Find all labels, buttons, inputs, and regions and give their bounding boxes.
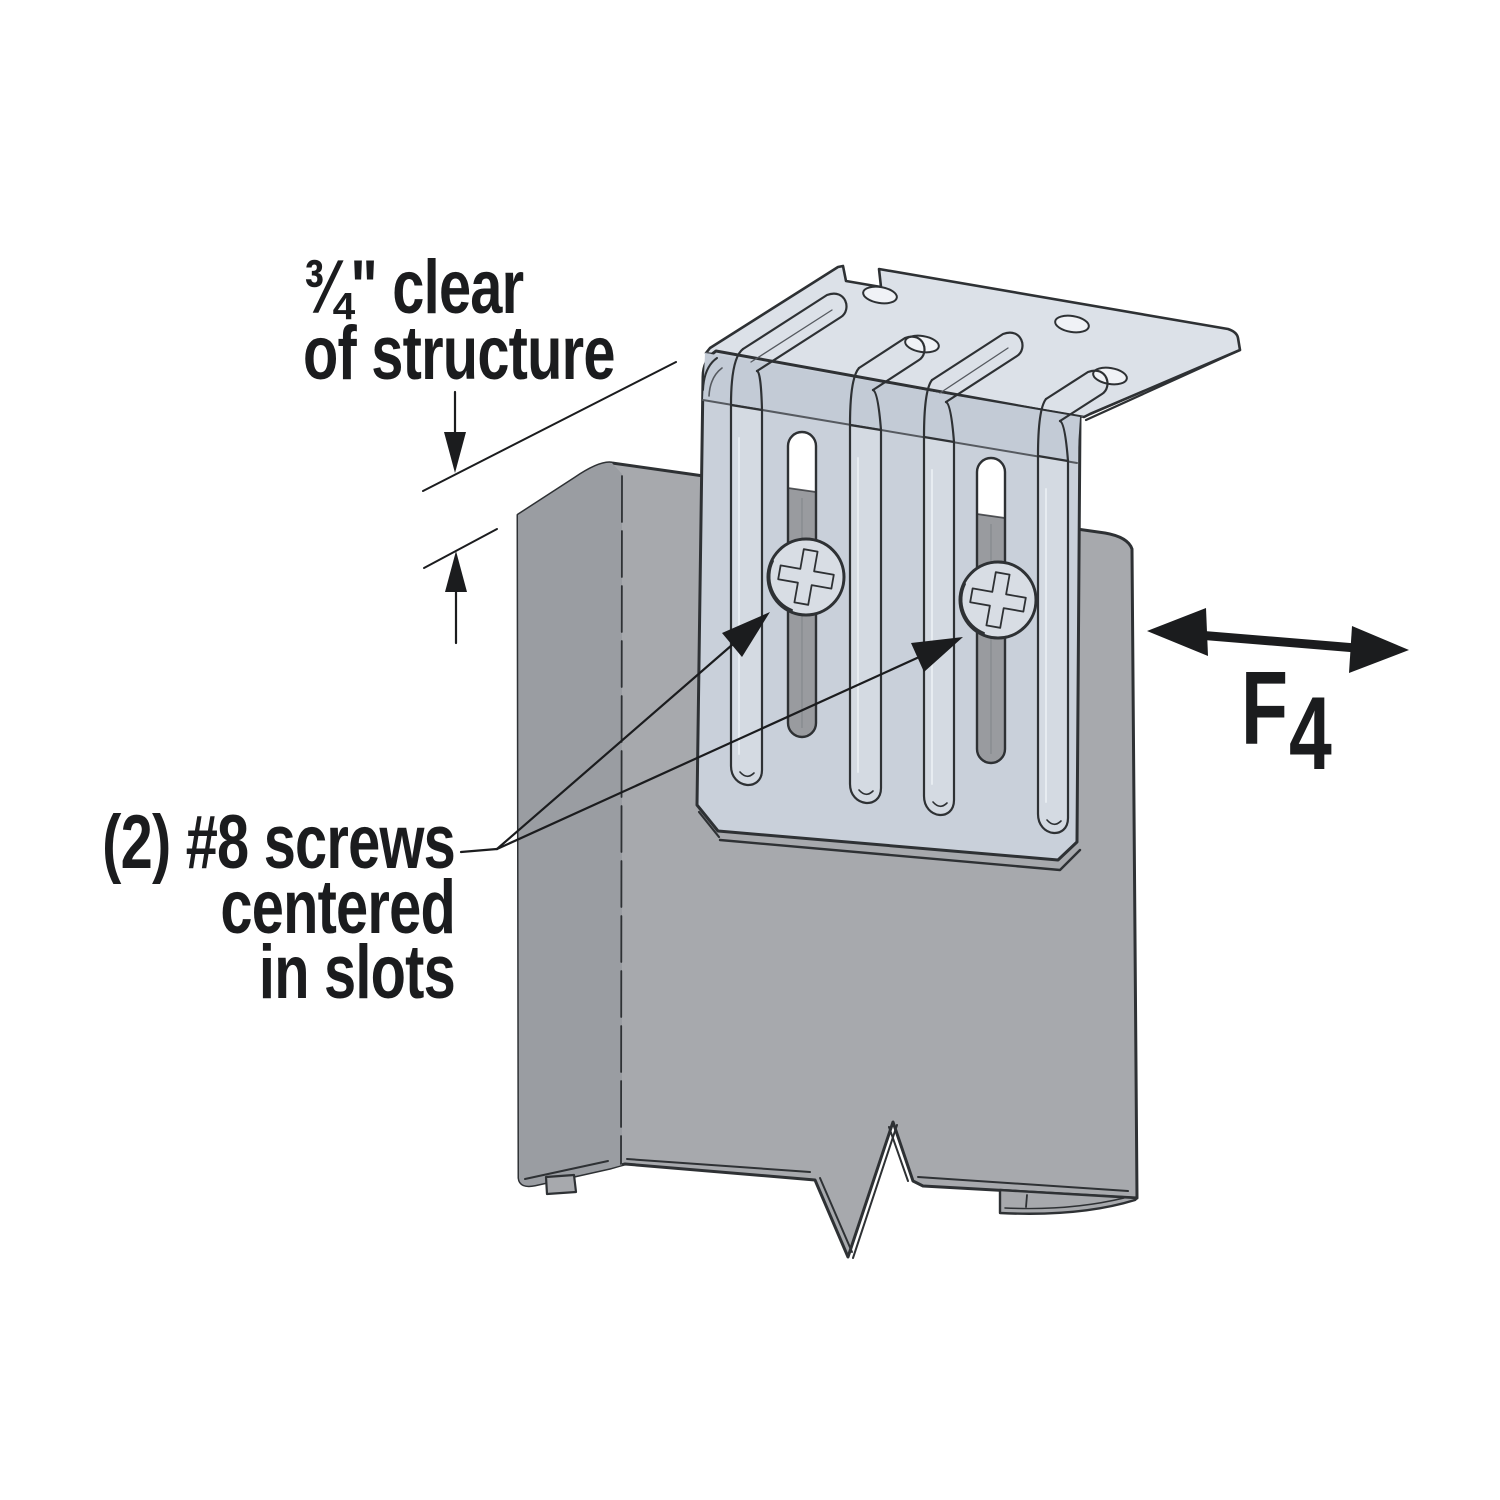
flange-hole-3 [1054,314,1090,334]
clearance-dimension [422,361,677,645]
stud-breakline-inner-2 [852,1124,898,1259]
face-bottom-thickness [718,838,1082,872]
screw-1-phillips-recess [777,548,835,606]
flange-holes [862,285,1128,386]
stud-bottom-thickness-front [626,1158,811,1173]
force-label-subscript: 4 [1289,676,1332,792]
bend-left-corner-curve-2 [708,367,723,397]
slot-1-stud-edge [787,487,817,493]
rib-2-bottom-curl [858,789,874,796]
screw-2-head-rim [960,583,985,634]
rib-1-hairpin-inner [750,309,833,363]
stud-right-lip-tick [1025,1194,1028,1208]
labels: ¾" clear of structure (2) #8 screws cent… [102,245,1333,1014]
rib-4-bottom-curl [1046,819,1062,826]
stud-bottom-thickness-left [524,1160,609,1180]
clearance-arrow-down-head [444,432,466,473]
clearance-note-line-2: of structure [303,311,615,395]
screw-2 [958,560,1038,640]
screws [766,537,1038,640]
face-chamfer-thickness [697,810,721,839]
screws-leader-1 [495,643,734,851]
stiffening-ribs [729,292,1109,835]
clearance-extension-line [423,528,498,569]
rib-4 [1036,454,1070,835]
clearance-arrow-up-head [445,551,467,592]
screws-leader-1-arrowhead [722,612,770,657]
rib-4-bend-left [1036,397,1048,458]
screws-leader-2-arrowhead [911,637,963,672]
flange-hole-1 [862,285,898,305]
rib-2-bend-left [848,366,861,427]
rib-1-flange-hairpin [741,292,848,373]
force-arrow-f4 [1147,608,1409,673]
flange-hole-2 [904,334,940,354]
stud-breakline-inner-1 [819,1177,853,1253]
screw-1-head-rim [768,560,793,611]
stud-bottom-thickness-right [917,1176,1129,1192]
clearance-leader-line [422,361,677,492]
screw-2-phillips-recess [969,571,1027,629]
rib-1-bend-left [729,347,745,407]
rib-3-hairpin-inner [939,347,1009,394]
screws-leader-tick [459,847,499,854]
stud-left-return-lip [544,1173,578,1196]
stud-bend-line [620,475,623,1165]
screws-note-line-1: (2) #8 screws [102,800,455,884]
slot-2-outline [975,456,1007,765]
bracket-bend-band [703,353,1080,463]
stud-left-flange-face [518,462,622,1186]
clearance-note-line-1: ¾" clear [303,245,524,329]
slot-2-stud-edge [976,513,1006,519]
force-arrow-right-head [1349,626,1409,673]
rib-3 [922,435,956,817]
rib-1-bottom-curl [739,771,755,778]
bend-tangent-line [702,399,1078,464]
rib-3-flange-hairpin [930,331,1024,404]
screws-callout-leaders [459,612,963,854]
force-label-letter: F [1241,651,1287,767]
flange-tip-thickness-edge [1084,348,1242,422]
force-arrow-shaft [1192,630,1362,653]
stud-right-lip-inner-line [1004,1197,1125,1210]
rib-2-flange-hairpin [857,335,926,392]
screws-note-line-3: in slots [259,930,455,1014]
slot-1-outline [786,430,818,739]
rib-3-bend-left [922,378,934,439]
rib-1 [729,403,764,787]
screws-note-line-2: centered [220,865,455,949]
bend-left-corner-curve-1 [702,357,718,391]
screw-1 [766,537,846,617]
rib-4-flange-hairpin [1044,369,1109,423]
force-arrow-left-head [1147,608,1208,656]
rib-3-bottom-curl [932,801,948,808]
screws-leader-2 [495,656,919,851]
stud-breakline-inner-3 [888,1126,909,1182]
rib-2 [848,423,883,805]
